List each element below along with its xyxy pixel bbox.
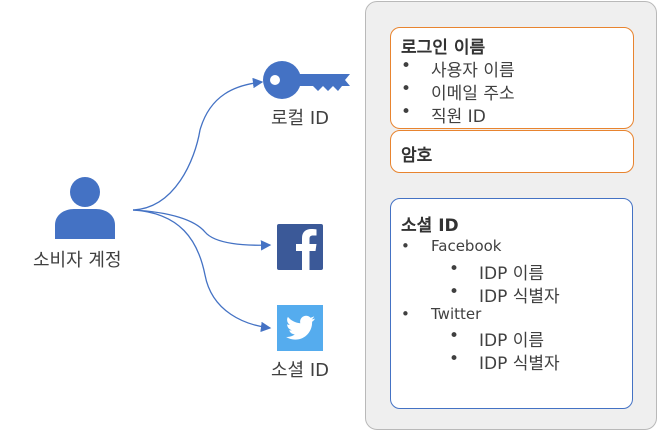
bullet: • [401,102,412,122]
social-id-label: 소셜 ID [271,360,330,381]
bullet: • [401,79,412,99]
bullet: • [401,237,410,255]
local-id-label: 로컬 ID [271,108,330,129]
login-name-box: 로그인 이름 • 사용자 이름 • 이메일 주소 • 직원 ID [390,27,634,129]
password-box: 암호 [390,130,634,173]
password-title: 암호 [401,146,433,166]
user-icon [50,173,120,239]
bullet: • [401,305,410,323]
provider-facebook: Facebook [431,237,502,255]
login-name-title: 로그인 이름 [401,38,486,58]
bullet: • [401,56,412,76]
bullet: • [449,282,460,302]
bullet: • [449,259,460,279]
consumer-account-label: 소비자 계정 [33,250,122,271]
facebook-icon [277,224,323,270]
social-id-title: 소셜 ID [401,216,459,236]
provider-twitter: Twitter [431,305,482,323]
social-id-box: 소셜 ID • Facebook • IDP 이름 • IDP 식별자 • Tw… [390,198,633,409]
key-icon [262,58,350,102]
twitter-icon [277,305,323,351]
arrow-to-facebook [132,209,272,251]
bullet: • [449,349,460,369]
arrow-to-twitter [132,209,272,333]
arrow-to-local-id [132,77,264,211]
bullet: • [449,326,460,346]
